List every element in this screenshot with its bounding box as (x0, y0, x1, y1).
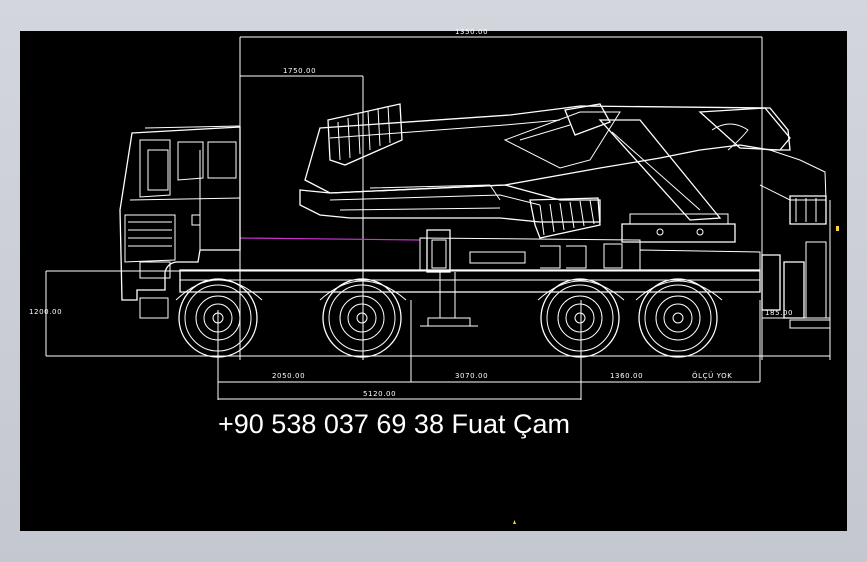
crane-boom (299, 103, 839, 243)
dim-height: 1200.00 (29, 308, 62, 316)
truck-wheels (175, 278, 723, 358)
dim-boom-offset: 1750.00 (283, 67, 316, 75)
cad-drawing-canvas[interactable] (20, 31, 847, 531)
reference-line (239, 237, 421, 241)
dim-front-axle: 2050.00 (272, 372, 305, 380)
dim-wheelbase-total: 5120.00 (363, 390, 396, 398)
dim-axle-spacing: 3070.00 (455, 372, 488, 380)
dim-outrigger: 185.00 (765, 309, 793, 317)
truck-chassis (179, 229, 831, 329)
truck-cab (119, 125, 241, 319)
wheel-3 (540, 278, 620, 358)
dim-total-length: 1350.00 (455, 28, 488, 36)
ucs-marker (513, 520, 516, 524)
wheel-4 (638, 278, 718, 358)
dimension-lines (45, 36, 831, 400)
wheel-2 (322, 278, 402, 358)
dim-rear-overhang: 1360.00 (610, 372, 643, 380)
contact-text: +90 538 037 69 38 Fuat Çam (218, 409, 570, 439)
note-olcu-yok: ÖLÇÜ YOK (692, 371, 732, 380)
wheel-1 (178, 278, 258, 358)
